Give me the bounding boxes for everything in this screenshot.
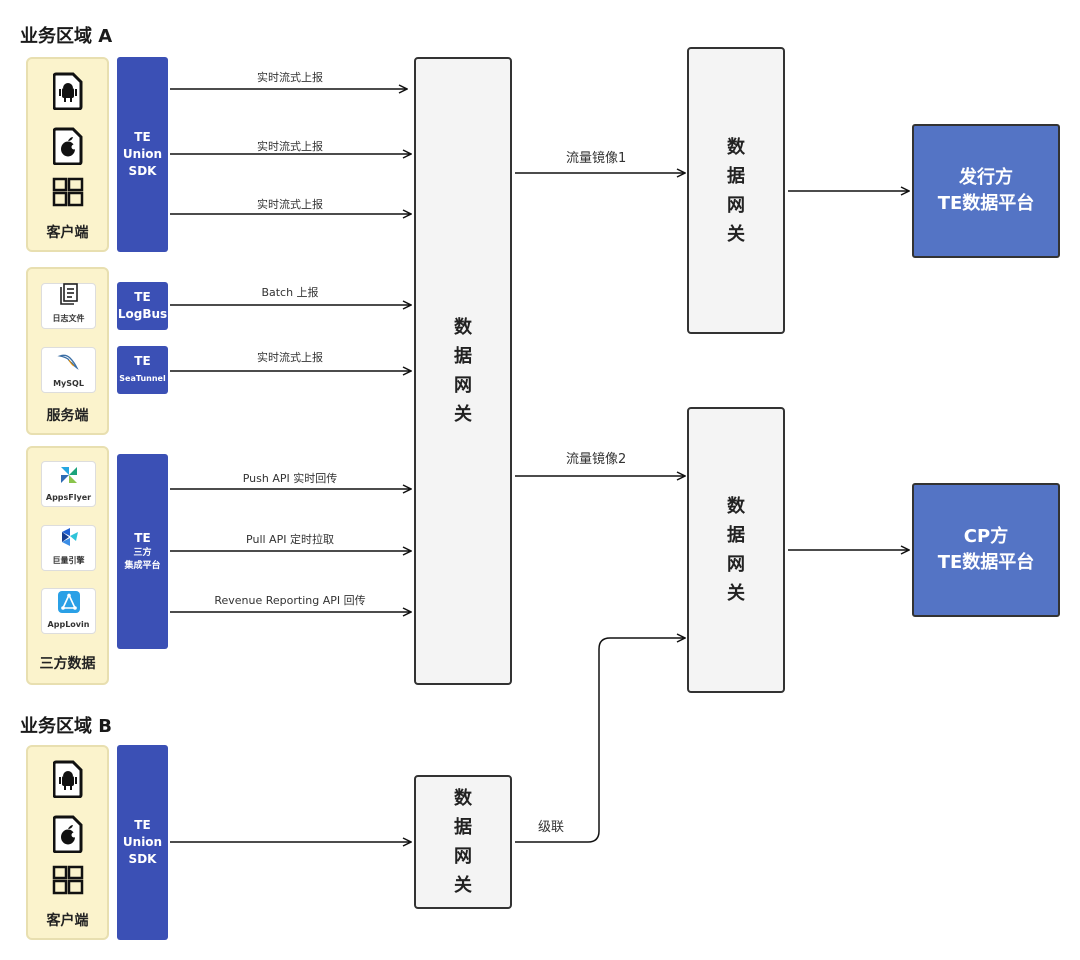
data-gateway-publisher: 数 据 网 关: [687, 47, 785, 334]
label-mirror2: 流量镜像2: [566, 452, 627, 467]
te-union-sdk-b: TE Union SDK: [117, 745, 168, 940]
sdk-line: TE: [134, 290, 151, 304]
windows-icon: [52, 177, 84, 211]
applovin-card: AppLovin: [41, 588, 96, 634]
sdk-line: Union: [122, 147, 163, 161]
sdk-line: TE: [134, 130, 151, 144]
sdk-line: Union: [122, 835, 163, 849]
gateway-char: 关: [727, 223, 745, 245]
client-label-b: 客户端: [46, 913, 89, 929]
oceanengine-label: 巨量引擎: [52, 556, 85, 565]
log-file-card: 日志文件: [41, 283, 96, 329]
gateway-char: 网: [454, 375, 472, 396]
server-label: 服务端: [46, 408, 89, 424]
appsflyer-label: AppsFlyer: [45, 493, 92, 502]
apple-file-icon: [52, 127, 83, 169]
data-gateway-region-b: 数 据 网 关: [414, 775, 512, 909]
platform-line: TE数据平台: [937, 552, 1035, 573]
te-seatunnel: TE SeaTunnel: [117, 346, 168, 394]
label-realtime-1: 实时流式上报: [257, 71, 323, 84]
android-file-icon: [52, 72, 83, 114]
region-a-title: 业务区域 A: [20, 26, 113, 47]
label-mirror1: 流量镜像1: [566, 151, 627, 166]
label-revenue-api: Revenue Reporting API 回传: [214, 594, 366, 607]
sdk-line: LogBus: [117, 307, 168, 321]
te-union-sdk-a: TE Union SDK: [117, 57, 168, 252]
label-batch: Batch 上报: [261, 286, 319, 299]
cp-te-platform: CP方 TE数据平台: [912, 483, 1060, 617]
edge-cascade: [515, 638, 685, 843]
gateway-char: 据: [454, 817, 472, 838]
platform-line: TE数据平台: [937, 193, 1035, 214]
te-integration-platform: TE 三方 集成平台: [117, 454, 168, 649]
appsflyer-card: AppsFlyer: [41, 461, 96, 507]
log-file-label: 日志文件: [52, 314, 85, 323]
sdk-line: TE: [134, 354, 151, 368]
gateway-char: 数: [727, 496, 745, 517]
gateway-char: 关: [727, 583, 745, 604]
publisher-te-platform: 发行方 TE数据平台: [912, 124, 1060, 258]
apple-file-icon: [52, 815, 83, 857]
oceanengine-icon: [58, 526, 80, 552]
label-cascade: 级联: [538, 820, 565, 835]
log-file-icon: [58, 282, 80, 310]
data-gateway-main: 数 据 网 关: [414, 57, 512, 685]
te-logbus: TE LogBus: [117, 282, 168, 330]
sdk-line: TE: [134, 818, 151, 832]
label-realtime-3: 实时流式上报: [257, 198, 323, 211]
data-gateway-cp: 数 据 网 关: [687, 407, 785, 693]
third-party-panel: AppsFlyer 巨量引擎 AppLovin 三方数据: [26, 446, 109, 685]
applovin-icon: [57, 591, 80, 617]
oceanengine-card: 巨量引擎: [41, 525, 96, 571]
label-realtime-4: 实时流式上报: [257, 351, 323, 364]
server-panel: 日志文件 MySQL 服务端: [26, 267, 109, 435]
gateway-char: 据: [727, 525, 745, 546]
client-panel-a: 客户端: [26, 57, 109, 252]
gateway-char: 关: [454, 404, 472, 425]
appsflyer-icon: [58, 464, 80, 490]
android-file-icon: [52, 760, 83, 802]
sdk-line: 集成平台: [124, 561, 161, 571]
label-push-api: Push API 实时回传: [242, 472, 338, 485]
platform-line: CP方: [963, 526, 1009, 547]
gateway-char: 数: [727, 136, 745, 158]
gateway-char: 网: [727, 554, 745, 575]
region-b-title: 业务区域 B: [20, 716, 112, 737]
gateway-char: 据: [727, 165, 745, 187]
gateway-char: 数: [454, 788, 472, 809]
applovin-label: AppLovin: [47, 620, 90, 629]
gateway-char: 关: [454, 875, 472, 896]
windows-icon: [52, 865, 84, 899]
client-panel-b: 客户端: [26, 745, 109, 940]
label-realtime-2: 实时流式上报: [257, 140, 323, 153]
label-pull-api: Pull API 定时拉取: [246, 533, 334, 546]
sdk-line: SeaTunnel: [119, 374, 166, 383]
gateway-char: 网: [454, 846, 472, 867]
gateway-char: 数: [454, 317, 472, 338]
mysql-label: MySQL: [53, 379, 84, 388]
gateway-char: 据: [454, 346, 472, 367]
sdk-line: 三方: [133, 548, 152, 558]
sdk-line: TE: [134, 531, 151, 545]
third-party-label: 三方数据: [39, 656, 96, 672]
mysql-card: MySQL: [41, 347, 96, 393]
gateway-char: 网: [727, 194, 745, 216]
client-label-a: 客户端: [46, 225, 89, 241]
mysql-icon: [56, 352, 81, 376]
sdk-line: SDK: [128, 164, 157, 178]
sdk-line: SDK: [128, 852, 157, 866]
platform-line: 发行方: [959, 167, 1013, 188]
